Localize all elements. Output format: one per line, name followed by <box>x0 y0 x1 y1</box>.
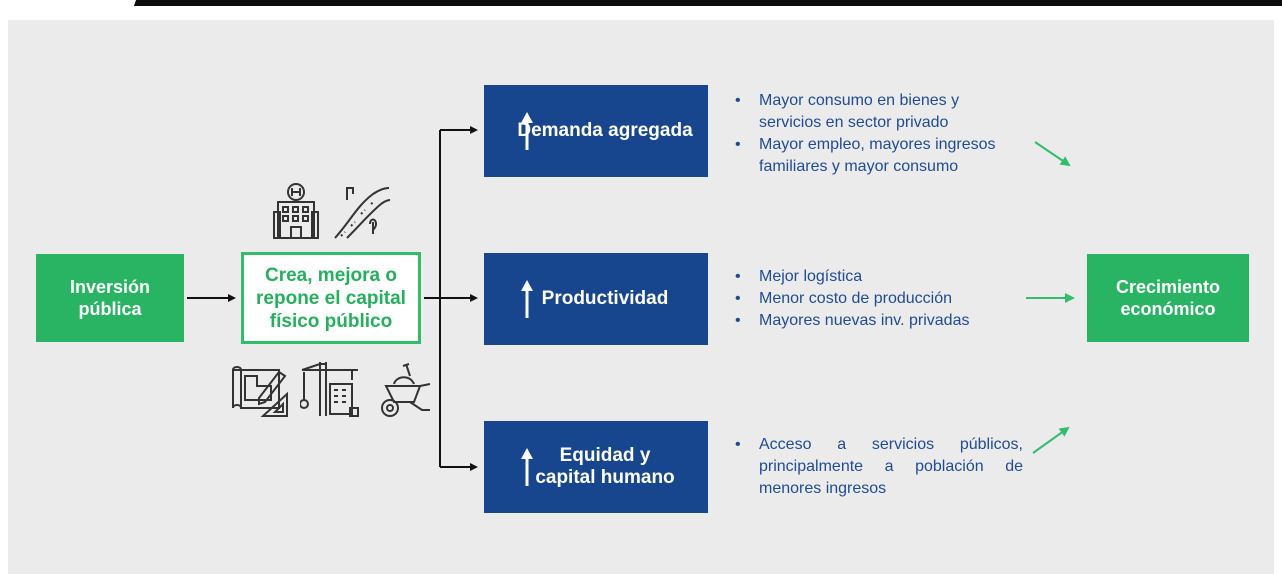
productividad-bullets: Mejor logística Menor costo de producció… <box>733 266 1023 332</box>
capital-fisico-label: Crea, mejora o repone el capital físico … <box>256 264 406 332</box>
demanda-bullets: Mayor consumo en bienes y servicios en s… <box>733 90 1023 178</box>
crecimiento-box: Crecimiento económico <box>1087 254 1249 342</box>
equidad-box: Equidad y capital humano <box>484 421 708 513</box>
equidad-label: Equidad y capital humano <box>535 445 675 488</box>
productividad-label: Productividad <box>541 288 669 309</box>
hospital-icon <box>273 183 319 239</box>
blueprint-icon <box>232 366 288 417</box>
bullet-item: Acceso a servicios públicos, principalme… <box>733 434 1023 500</box>
bullet-item: Mayores nuevas inv. privadas <box>733 310 1023 332</box>
inversion-publica-box: Inversión pública <box>36 254 184 342</box>
up-arrow-icon <box>521 280 533 318</box>
crecimiento-label: Crecimiento económico <box>1115 277 1221 319</box>
road-icon <box>334 187 391 239</box>
bullet-item: Mejor logística <box>733 266 1023 288</box>
construction-crane-icon <box>300 362 359 417</box>
bullet-item: Mayor consumo en bienes y servicios en s… <box>733 90 1023 134</box>
demanda-agregada-box: Demanda agregada <box>484 85 708 177</box>
wheelbarrow-icon <box>381 363 431 417</box>
up-arrow-icon <box>521 112 533 150</box>
bullet-item: Mayor empleo, mayores ingresos familiare… <box>733 134 1023 178</box>
up-arrow-icon <box>521 448 533 486</box>
bullet-item: Menor costo de producción <box>733 288 1023 310</box>
inversion-publica-label: Inversión pública <box>69 277 151 319</box>
top-tab <box>0 0 136 16</box>
green-arrow-up <box>1032 426 1070 454</box>
equidad-bullets: Acceso a servicios públicos, principalme… <box>733 434 1023 500</box>
top-bar <box>0 0 1282 6</box>
green-arrow-down <box>1034 141 1071 167</box>
capital-fisico-box: Crea, mejora o repone el capital físico … <box>241 252 421 344</box>
demanda-agregada-label: Demanda agregada <box>517 120 693 141</box>
productividad-box: Productividad <box>484 253 708 345</box>
